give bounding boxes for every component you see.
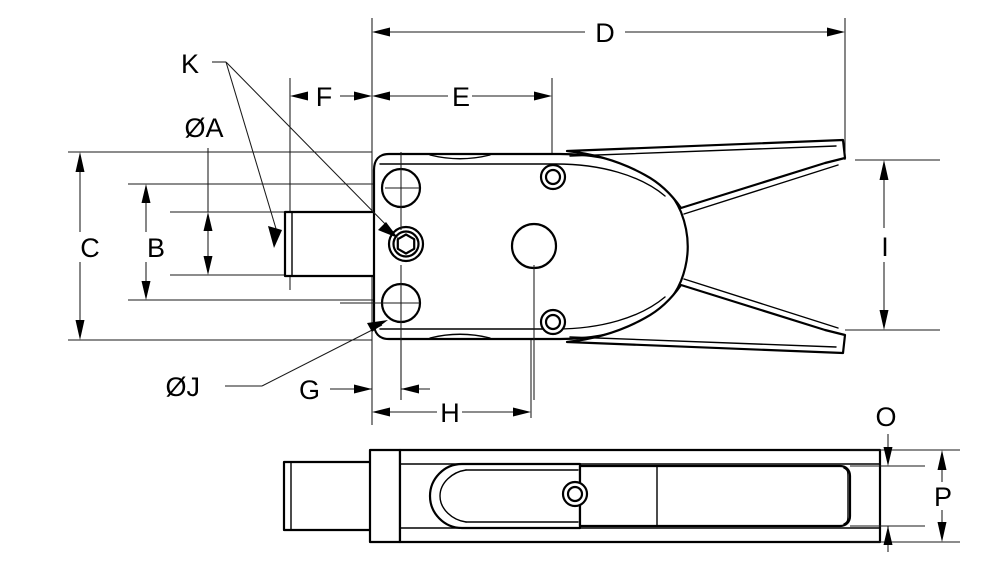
dimension-H: H [372, 398, 531, 428]
body-bottom-seam [429, 333, 491, 339]
plunger-shaft [283, 210, 377, 278]
leader-K: K [181, 49, 398, 248]
dimension-label-D: D [595, 18, 615, 48]
side-view-plunger-shaft [282, 460, 376, 532]
side-view-handle [578, 464, 852, 528]
dimension-E: E [372, 82, 552, 112]
top-view-part [283, 138, 847, 400]
dimension-B: B [141, 184, 165, 300]
dimension-label-E: E [452, 82, 470, 112]
dimension-label-K: K [181, 49, 199, 79]
side-view-lever-cam [428, 462, 582, 530]
body-top-seam [429, 154, 491, 160]
lower-jaw [565, 278, 847, 355]
dimension-O: O [875, 402, 897, 552]
dimension-A: ØA [184, 113, 224, 275]
dimension-label-C: C [80, 233, 100, 263]
dimension-G: G [299, 375, 430, 405]
dimension-I: I [879, 160, 889, 330]
dimension-P: P [934, 450, 952, 542]
rivet-pin-lower [539, 308, 567, 336]
dimension-D: D [372, 18, 845, 48]
side-view-rivet [561, 480, 589, 508]
dimension-label-G: G [299, 375, 320, 405]
side-view-part [282, 448, 882, 544]
dimension-label-P: P [934, 482, 952, 512]
dimension-label-A: ØA [184, 113, 223, 143]
dimension-label-B: B [147, 233, 165, 263]
side-view-front-flange [368, 448, 402, 544]
dimension-F: F [290, 82, 372, 112]
leader-J: ØJ [165, 320, 388, 402]
dimension-label-I: I [881, 232, 889, 262]
dimension-label-J: ØJ [165, 372, 200, 402]
pivot-hole-center [510, 222, 558, 270]
dimension-C: C [75, 152, 100, 340]
rivet-pin-upper [539, 163, 567, 191]
hex-socket-screw-front [387, 225, 425, 263]
dimension-label-F: F [316, 82, 333, 112]
upper-jaw [565, 138, 847, 215]
body-inner-edge-top [379, 163, 666, 197]
dimension-label-H: H [440, 398, 460, 428]
dimension-label-O: O [875, 402, 896, 432]
